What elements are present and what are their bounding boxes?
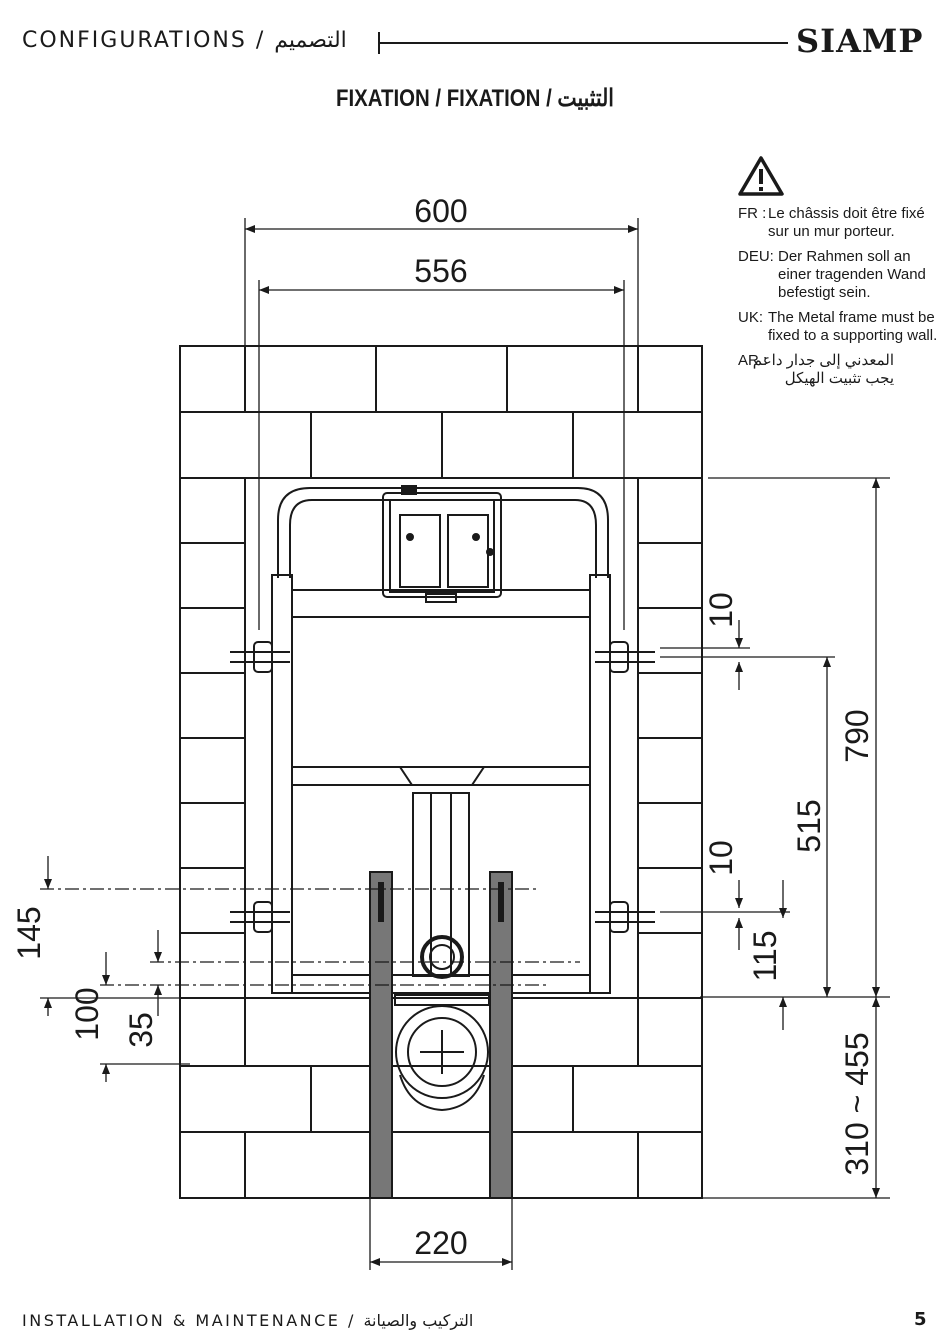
dim-145: 145 <box>11 906 47 959</box>
installation-frame <box>230 485 655 1112</box>
dim-10-top: 10 <box>703 592 739 628</box>
reference-lines <box>40 888 580 986</box>
note-text: The Metal frame must be fixed to a suppo… <box>768 309 938 344</box>
page-subtitle: FIXATION / FIXATION / التثبيت <box>336 85 614 112</box>
dim-100: 100 <box>69 987 105 1040</box>
dim-515: 515 <box>791 799 827 852</box>
note-ar: AR : المعدني إلى جدار داعم يجب تثبيت اله… <box>738 352 938 388</box>
dim-600: 600 <box>414 193 467 229</box>
dim-35: 35 <box>123 1012 159 1048</box>
note-code: UK: <box>738 309 764 326</box>
footer-label: INSTALLATION & MAINTENANCE / التركيب وال… <box>22 1311 474 1330</box>
dim-556: 556 <box>414 253 467 289</box>
dim-310-455: 310 ~ 455 <box>839 1032 875 1175</box>
dim-115: 115 <box>747 930 783 981</box>
dim-10-lower: 10 <box>703 840 739 876</box>
warning-triangle-icon <box>738 156 784 196</box>
note-deu: DEU: Der Rahmen soll an einer tragenden … <box>738 248 938 302</box>
frame-feet <box>369 871 513 1199</box>
brand-logo: SIAMP <box>796 22 924 60</box>
header-rule <box>378 42 788 44</box>
note-text: Der Rahmen soll an einer tragenden Wand … <box>778 248 926 301</box>
dim-220: 220 <box>414 1225 467 1261</box>
note-code: AR : <box>738 352 768 369</box>
note-code: DEU: <box>738 248 774 265</box>
dimension-lines <box>40 218 890 1270</box>
section-title: CONFIGURATIONS / التصميم <box>22 28 347 53</box>
warning-notes: FR : Le châssis doit être fixé sur un mu… <box>738 205 938 395</box>
note-text: المعدني إلى جدار داعم يجب تثبيت الهيكل <box>752 352 894 387</box>
note-fr: FR : Le châssis doit être fixé sur un mu… <box>738 205 938 241</box>
note-uk: UK: The Metal frame must be fixed to a s… <box>738 309 938 345</box>
note-code: FR : <box>738 205 767 222</box>
dim-790: 790 <box>839 709 875 762</box>
note-text: Le châssis doit être fixé sur un mur por… <box>768 205 925 240</box>
page-number: 5 <box>914 1309 927 1330</box>
